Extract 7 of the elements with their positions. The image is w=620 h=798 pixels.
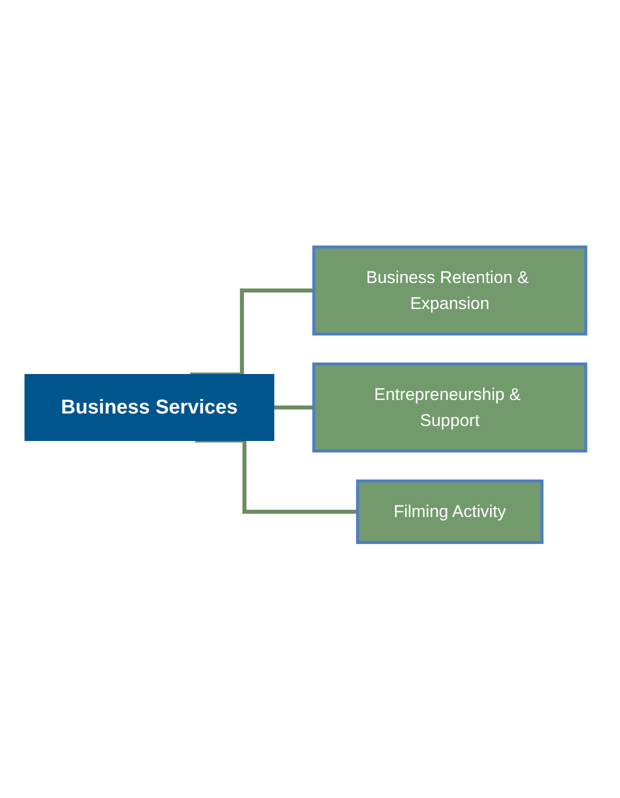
- node-box: Entrepreneurship & Support: [312, 362, 587, 453]
- node-box: Business Services: [24, 374, 274, 442]
- node-box: Filming Activity: [356, 480, 544, 544]
- connector: [273, 406, 314, 410]
- connector: [190, 288, 314, 377]
- connector: [194, 438, 358, 514]
- node-box: Business Retention & Expansion: [312, 246, 587, 336]
